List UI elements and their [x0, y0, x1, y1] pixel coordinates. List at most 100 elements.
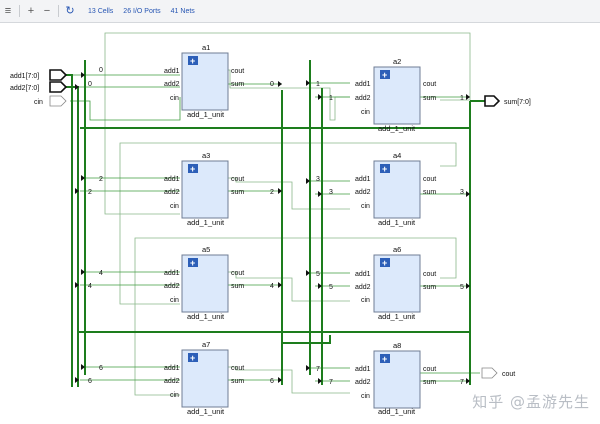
- a3-add1-index: 2: [99, 176, 103, 183]
- pin-sum: sum: [231, 81, 244, 88]
- pin-cout: cout: [423, 81, 436, 88]
- instance-a6[interactable]: a6 + add1 add2 cin cout sum add_1_unit: [355, 245, 436, 321]
- pin-sum: sum: [231, 378, 244, 385]
- svg-text:+: +: [382, 354, 387, 364]
- port-sum[interactable]: sum[7:0]: [484, 95, 531, 107]
- a3-sum-index: 2: [270, 189, 274, 196]
- io-ports-count-link[interactable]: 26 I/O Ports: [123, 7, 161, 15]
- toolbar: ≡ + − ↻ 13 Cells 26 I/O Ports 41 Nets: [0, 0, 600, 23]
- expand-icon: [380, 70, 390, 79]
- pin-cin: cin: [361, 109, 370, 116]
- pin-cout: cout: [231, 270, 244, 277]
- a8-add2-index: 7: [329, 379, 333, 386]
- pin-add2: add2: [164, 189, 180, 196]
- instance-a3-name: a3: [202, 151, 210, 160]
- port-cin[interactable]: cin: [34, 95, 67, 107]
- instance-a6-name: a6: [393, 245, 401, 254]
- zoom-in-icon[interactable]: +: [27, 4, 35, 17]
- pin-cin: cin: [361, 393, 370, 400]
- expand-icon: [188, 258, 198, 267]
- pin-cout: cout: [423, 271, 436, 278]
- pin-cout: cout: [423, 176, 436, 183]
- pin-add1: add1: [164, 68, 180, 75]
- pin-cin: cin: [361, 203, 370, 210]
- pin-add1: add1: [164, 176, 180, 183]
- a4-add2-index: 3: [329, 189, 333, 196]
- pin-cin: cin: [170, 203, 179, 210]
- a1-add1-index: 0: [99, 67, 103, 74]
- instance-a6-ref: add_1_unit: [378, 312, 416, 321]
- instance-a2-ref: add_1_unit: [378, 124, 416, 133]
- svg-text:+: +: [190, 164, 195, 174]
- instance-a8-ref: add_1_unit: [378, 407, 416, 416]
- pin-cout: cout: [423, 366, 436, 373]
- a5-sum-index: 4: [270, 283, 274, 290]
- pin-add2: add2: [355, 189, 371, 196]
- a1-sum-index: 0: [270, 81, 274, 88]
- instance-a5-ref: add_1_unit: [187, 312, 225, 321]
- pin-cin: cin: [170, 392, 179, 399]
- a7-sum-index: 6: [270, 378, 274, 385]
- instance-a4-name: a4: [393, 151, 401, 160]
- refresh-icon[interactable]: ↻: [65, 4, 75, 17]
- bus-ripper-markers: [75, 72, 470, 384]
- svg-text:+: +: [382, 258, 387, 268]
- instance-a7[interactable]: a7 + add1 add2 cin cout sum add_1_unit: [164, 340, 244, 416]
- io-ports: add1[7:0] add2[7:0] cin sum[7:0] cout: [10, 69, 531, 379]
- a2-add2-index: 1: [329, 95, 333, 102]
- pin-cin: cin: [170, 297, 179, 304]
- pin-add1: add1: [355, 176, 371, 183]
- pin-add1: add1: [164, 270, 180, 277]
- instance-a7-ref: add_1_unit: [187, 407, 225, 416]
- instance-a3-ref: add_1_unit: [187, 218, 225, 227]
- instance-a4-ref: add_1_unit: [378, 218, 416, 227]
- pin-sum: sum: [231, 189, 244, 196]
- instance-a1-ref: add_1_unit: [187, 110, 225, 119]
- pin-sum: sum: [423, 379, 436, 386]
- port-cout-label: cout: [502, 371, 515, 378]
- port-add1-label: add1[7:0]: [10, 73, 39, 80]
- pin-cout: cout: [231, 68, 244, 75]
- port-cin-label: cin: [34, 99, 43, 106]
- input-wires: [70, 74, 480, 382]
- a6-add2-index: 5: [329, 284, 333, 291]
- instance-a5[interactable]: a5 + add1 add2 cin cout sum add_1_unit: [164, 245, 244, 321]
- a4-sum-index: 3: [460, 189, 464, 196]
- a6-add1-index: 5: [316, 271, 320, 278]
- pin-add1: add1: [355, 366, 371, 373]
- svg-text:+: +: [190, 353, 195, 363]
- expand-icon: [380, 164, 390, 173]
- instance-a4[interactable]: a4 + add1 add2 cin cout sum add_1_unit: [355, 151, 436, 227]
- a8-sum-index: 7: [460, 379, 464, 386]
- expand-icon: [188, 353, 198, 362]
- a7-add1-index: 6: [99, 365, 103, 372]
- instance-a1-name: a1: [202, 43, 210, 52]
- svg-text:+: +: [190, 56, 195, 66]
- nets-count-link[interactable]: 41 Nets: [170, 7, 195, 15]
- pin-add2: add2: [355, 95, 371, 102]
- pin-sum: sum: [423, 189, 436, 196]
- port-sum-label: sum[7:0]: [504, 99, 531, 106]
- a1-add2-index: 0: [88, 81, 92, 88]
- toolbar-separator: [58, 5, 59, 17]
- instance-a8[interactable]: a8 + add1 add2 cin cout sum add_1_unit: [355, 341, 436, 416]
- pin-add1: add1: [355, 81, 371, 88]
- pin-add2: add2: [355, 284, 371, 291]
- instance-a2-name: a2: [393, 57, 401, 66]
- instance-a3[interactable]: a3 + add1 add2 cin cout sum add_1_unit: [164, 151, 244, 227]
- instance-a8-name: a8: [393, 341, 401, 350]
- cells-count-link[interactable]: 13 Cells: [88, 7, 114, 15]
- instance-a1[interactable]: a1 + add1 add2 cin cout sum add_1_unit: [164, 43, 244, 119]
- port-add1[interactable]: add1[7:0]: [10, 69, 68, 81]
- instance-a2[interactable]: a2 + add1 add2 cin cout sum add_1_unit: [355, 57, 436, 133]
- pin-sum: sum: [231, 283, 244, 290]
- port-cout[interactable]: cout: [481, 367, 515, 379]
- toolbar-separator: [19, 5, 20, 17]
- zoom-out-icon[interactable]: −: [43, 4, 51, 17]
- instance-a7-name: a7: [202, 340, 210, 349]
- port-add2[interactable]: add2[7:0]: [10, 81, 68, 93]
- svg-text:+: +: [190, 258, 195, 268]
- pin-sum: sum: [423, 284, 436, 291]
- menu-icon[interactable]: ≡: [4, 4, 12, 17]
